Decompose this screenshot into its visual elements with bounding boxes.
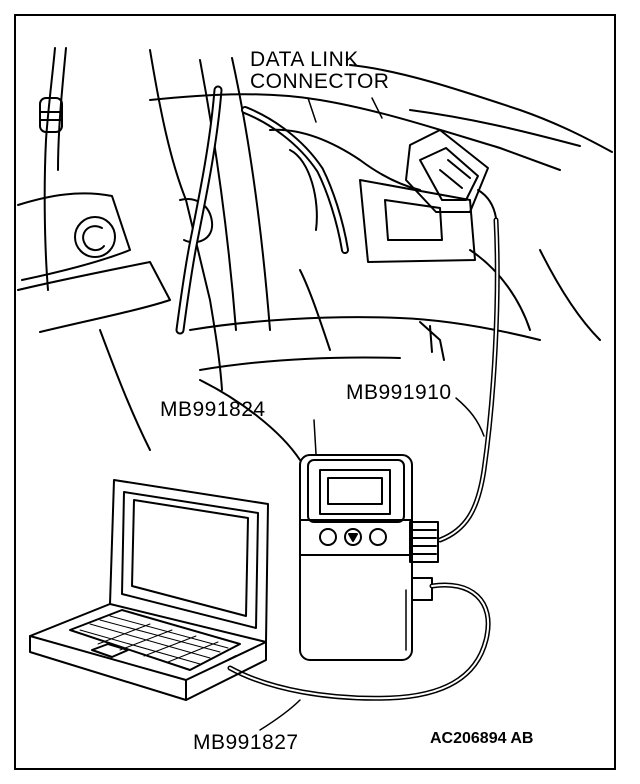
laptop-pc: [29, 479, 269, 701]
figure-code: AC206894 AB: [430, 730, 534, 747]
cable-mb991827: [227, 582, 491, 701]
cable-mb991910: [437, 217, 500, 543]
label-mb991827: MB991827: [193, 731, 299, 754]
vehicle-dashboard-drawing: [17, 47, 613, 461]
scan-tool-mb991824: [299, 454, 439, 661]
data-link-connector-drawing: [405, 129, 497, 219]
label-mb991824: MB991824: [160, 398, 266, 421]
label-data-link-connector-line2: CONNECTOR: [250, 70, 390, 93]
label-mb991910: MB991910: [346, 381, 452, 404]
label-data-link-connector-line1: DATA LINK: [250, 48, 359, 71]
